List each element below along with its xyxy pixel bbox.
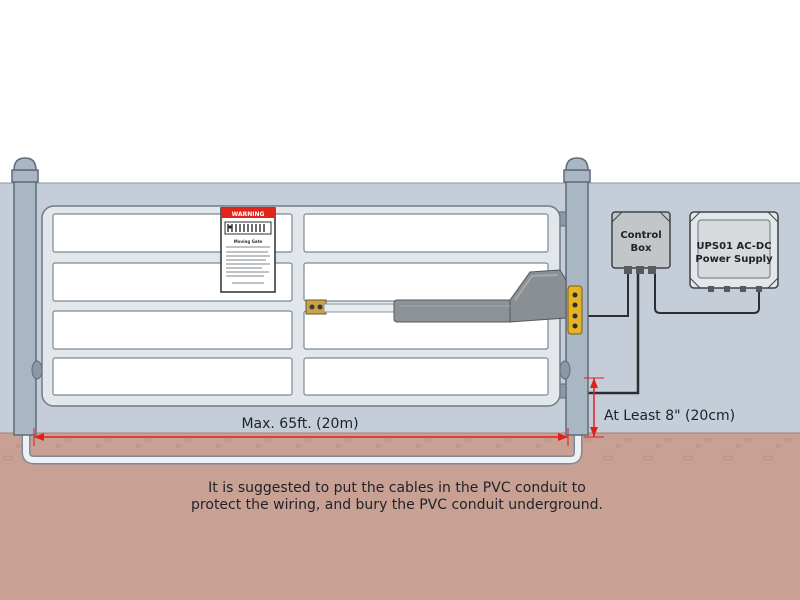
warning-sign-fine-print	[226, 246, 270, 284]
gate	[41, 205, 561, 407]
power-supply-label-line1: UPS01 AC-DC	[696, 241, 771, 252]
min-depth-dimension: At Least 8" (20cm)	[584, 377, 735, 438]
gate-crush-warning-icon	[224, 221, 272, 235]
note-line-2: protect the wiring, and bury the PVC con…	[191, 497, 603, 513]
note-line-1: It is suggested to put the cables in the…	[208, 480, 586, 496]
control-box-label-line2: Box	[631, 243, 652, 254]
left-post	[11, 157, 43, 436]
power-supply: UPS01 AC-DC Power Supply	[689, 211, 779, 292]
warning-sign-header: WARNING	[232, 211, 265, 218]
max-distance-label: Max. 65ft. (20m)	[241, 416, 358, 432]
min-depth-label: At Least 8" (20cm)	[604, 408, 735, 424]
control-box-label-line1: Control	[620, 230, 661, 241]
max-distance-dimension: Max. 65ft. (20m)	[33, 416, 569, 446]
hinge-bracket	[567, 285, 583, 335]
motor-cable	[583, 272, 629, 317]
power-cable	[654, 272, 760, 314]
power-supply-label-line2: Power Supply	[695, 254, 773, 265]
gate-opener-actuator	[305, 269, 567, 323]
control-cable	[580, 272, 640, 395]
warning-sign: WARNING Moving Gate	[220, 207, 276, 293]
warning-sign-subheader: Moving Gate	[234, 239, 263, 244]
control-box: Control Box	[611, 211, 671, 274]
